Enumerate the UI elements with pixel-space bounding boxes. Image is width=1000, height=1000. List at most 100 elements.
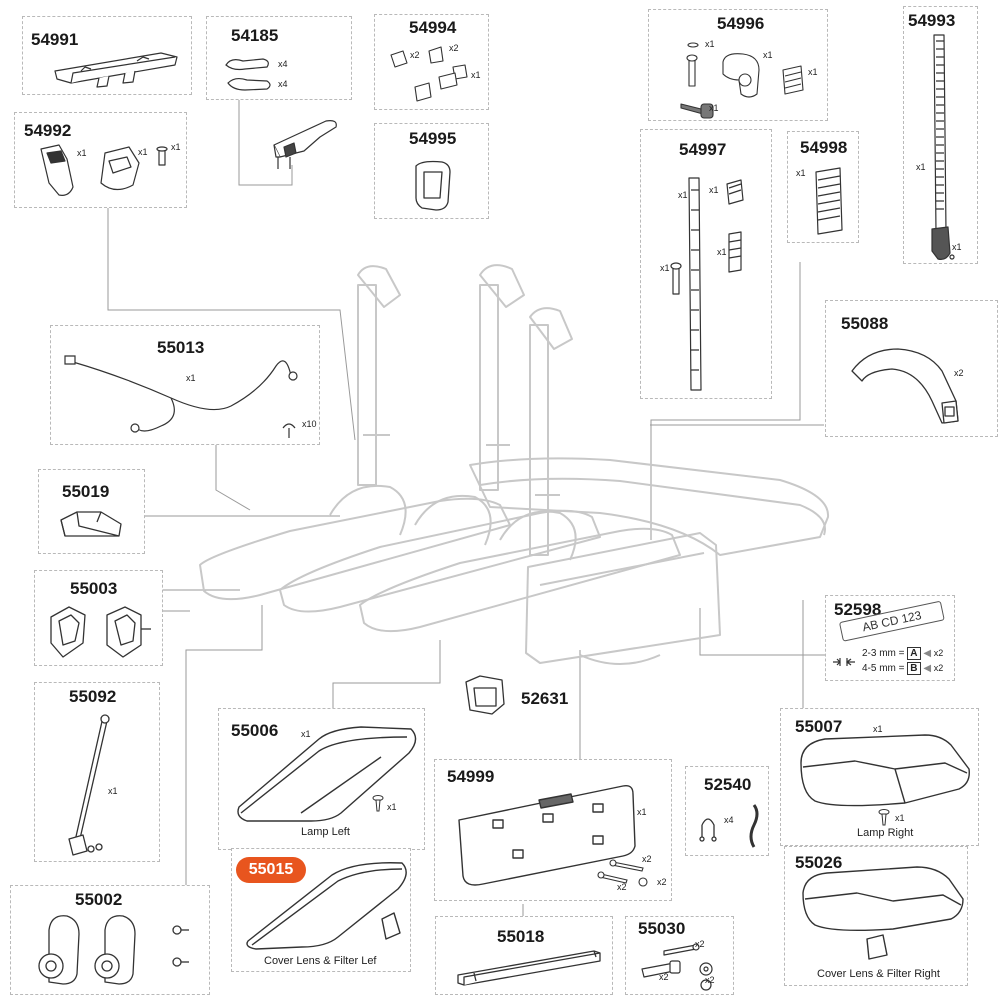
part-box-55003[interactable]: 55003: [34, 570, 163, 666]
rod-part: [63, 711, 123, 861]
part-box-55013[interactable]: 55013 x1 x10: [50, 325, 320, 445]
quantity-label: x1: [952, 242, 962, 252]
quantity-label: x2: [657, 877, 667, 887]
quantity-label: x10: [302, 419, 317, 429]
part-number: 55007: [795, 717, 843, 736]
part-box-54991[interactable]: 54991: [22, 16, 192, 95]
part-box-54997[interactable]: 54997 x1 x1 x1 x1: [640, 129, 772, 399]
part-box-54185[interactable]: 54185 x4 x4: [206, 16, 352, 100]
part-box-54993[interactable]: 54993 x1 x1: [903, 6, 978, 264]
part-number: 54991: [31, 30, 79, 49]
part-number: 54993: [908, 11, 956, 30]
quantity-label: x1: [717, 247, 727, 257]
spacer-size-line-b: 4-5 mm = B ◀ x2: [862, 662, 943, 675]
quantity-label: x1: [796, 168, 806, 178]
part-box-55092[interactable]: 55092 x1: [34, 682, 160, 862]
part-box-55015[interactable]: Cover Lens & Filter Lef: [231, 848, 411, 972]
part-number: 55018: [497, 927, 545, 946]
quantity-label: x2: [617, 882, 627, 892]
part-number-52631[interactable]: 52631: [521, 689, 569, 708]
quantity-label: x1: [873, 724, 883, 734]
part-number: 55026: [795, 853, 843, 872]
ratchet-pad-part: [812, 166, 846, 236]
quantity-label: x1: [808, 67, 818, 77]
part-box-55002[interactable]: 55002: [10, 885, 210, 995]
bike-carrier-assembly: [180, 255, 840, 675]
part-box-54992[interactable]: 54992 x1 x1 x1: [14, 112, 187, 208]
screw-icon: [877, 809, 891, 827]
quantity-label: x2: [642, 854, 652, 864]
bracket-part: [462, 674, 510, 718]
end-cap-part: [412, 158, 454, 212]
part-number: 52598: [834, 600, 882, 619]
part-box-55006[interactable]: 55006 x1 x1 Lamp Left: [218, 708, 425, 850]
quantity-label: x1: [186, 373, 196, 383]
cover-lens-right-part: [797, 863, 967, 963]
spacer-key-a: A: [907, 647, 921, 660]
spacer-size-b-text: 4-5 mm =: [862, 663, 905, 674]
part-box-55088[interactable]: 55088 x2: [825, 300, 998, 437]
quantity-label: x1: [709, 103, 719, 113]
u-bolt-part: [694, 801, 766, 851]
part-number: 54996: [717, 14, 765, 33]
part-box-55007[interactable]: 55007 x1 x1 Lamp Right: [780, 708, 979, 846]
part-number: 54994: [409, 18, 457, 37]
quantity-label: x2: [410, 50, 420, 60]
quantity-label: x1: [77, 148, 87, 158]
stop-block-part: [57, 506, 127, 542]
part-number: 54995: [409, 129, 457, 148]
quantity-label: x1: [171, 142, 181, 152]
part-box-55019[interactable]: 55019: [38, 469, 145, 554]
part-box-54999[interactable]: 54999 x1 x2 x2 x2: [434, 759, 672, 901]
quantity-label: x2: [695, 939, 705, 949]
quantity-label: x1: [471, 70, 481, 80]
quantity-label: x1: [138, 147, 148, 157]
part-box-54996[interactable]: 54996 x1 x1 x1 x1: [648, 9, 828, 121]
rail-profile-part: [454, 943, 609, 993]
part-number: 54185: [231, 26, 279, 45]
quantity-label: x2: [954, 368, 964, 378]
latch-lever-part: [223, 55, 273, 73]
quantity-label: x1: [108, 786, 118, 796]
quantity-label: x1: [763, 50, 773, 60]
lamp-left-part: [231, 717, 421, 827]
quantity-label: x1: [387, 802, 397, 812]
part-number: 54997: [679, 140, 727, 159]
lever-arm-part: [661, 170, 761, 395]
bolt-set-icon: [593, 858, 663, 888]
quantity-label: x4: [278, 79, 288, 89]
part-caption: Cover Lens & Filter Right: [817, 968, 940, 980]
part-number: 55003: [70, 579, 118, 598]
part-box-54998[interactable]: 54998 x1: [787, 131, 859, 243]
license-plate-holder-part: [453, 780, 643, 892]
part-caption: Cover Lens & Filter Lef: [264, 955, 377, 967]
handle-part: [848, 341, 973, 431]
part-box-55018[interactable]: 55018: [435, 916, 613, 995]
cover-lens-left-part: [242, 855, 410, 951]
part-box-55030[interactable]: 55030 x2 x2 x2: [625, 916, 734, 995]
part-number: 55088: [841, 314, 889, 333]
part-number: 52540: [704, 775, 752, 794]
part-box-54995[interactable]: 54995: [374, 123, 489, 219]
reflector-cap-part: [45, 603, 160, 663]
quantity-label: x2: [933, 648, 944, 658]
lamp-right-part: [795, 729, 975, 819]
part-box-52540[interactable]: 52540 x4: [685, 766, 769, 856]
part-box-54994[interactable]: 54994 x2 x2 x1: [374, 14, 489, 110]
spacer-size-line-a: 2-3 mm = A ◀ x2: [862, 647, 943, 660]
part-box-55026[interactable]: 55026 Cover Lens & Filter Right: [784, 846, 968, 986]
part-caption: Lamp Right: [857, 827, 914, 839]
slide-rail-part: [51, 43, 181, 88]
spacer-size-a-text: 2-3 mm =: [862, 648, 905, 659]
quantity-label: x2: [659, 972, 669, 982]
ratchet-clamp-part: [270, 115, 342, 169]
quantity-label: x2: [933, 663, 944, 673]
lock-cylinder-part: [679, 40, 814, 120]
part-number: 55019: [62, 482, 110, 501]
quantity-label: x1: [895, 813, 905, 823]
highlighted-part-number[interactable]: 55015: [236, 857, 306, 883]
quantity-label: x1: [660, 263, 670, 273]
quantity-label: x1: [678, 190, 688, 200]
quantity-label: x1: [301, 729, 311, 739]
quantity-label: x4: [278, 59, 288, 69]
